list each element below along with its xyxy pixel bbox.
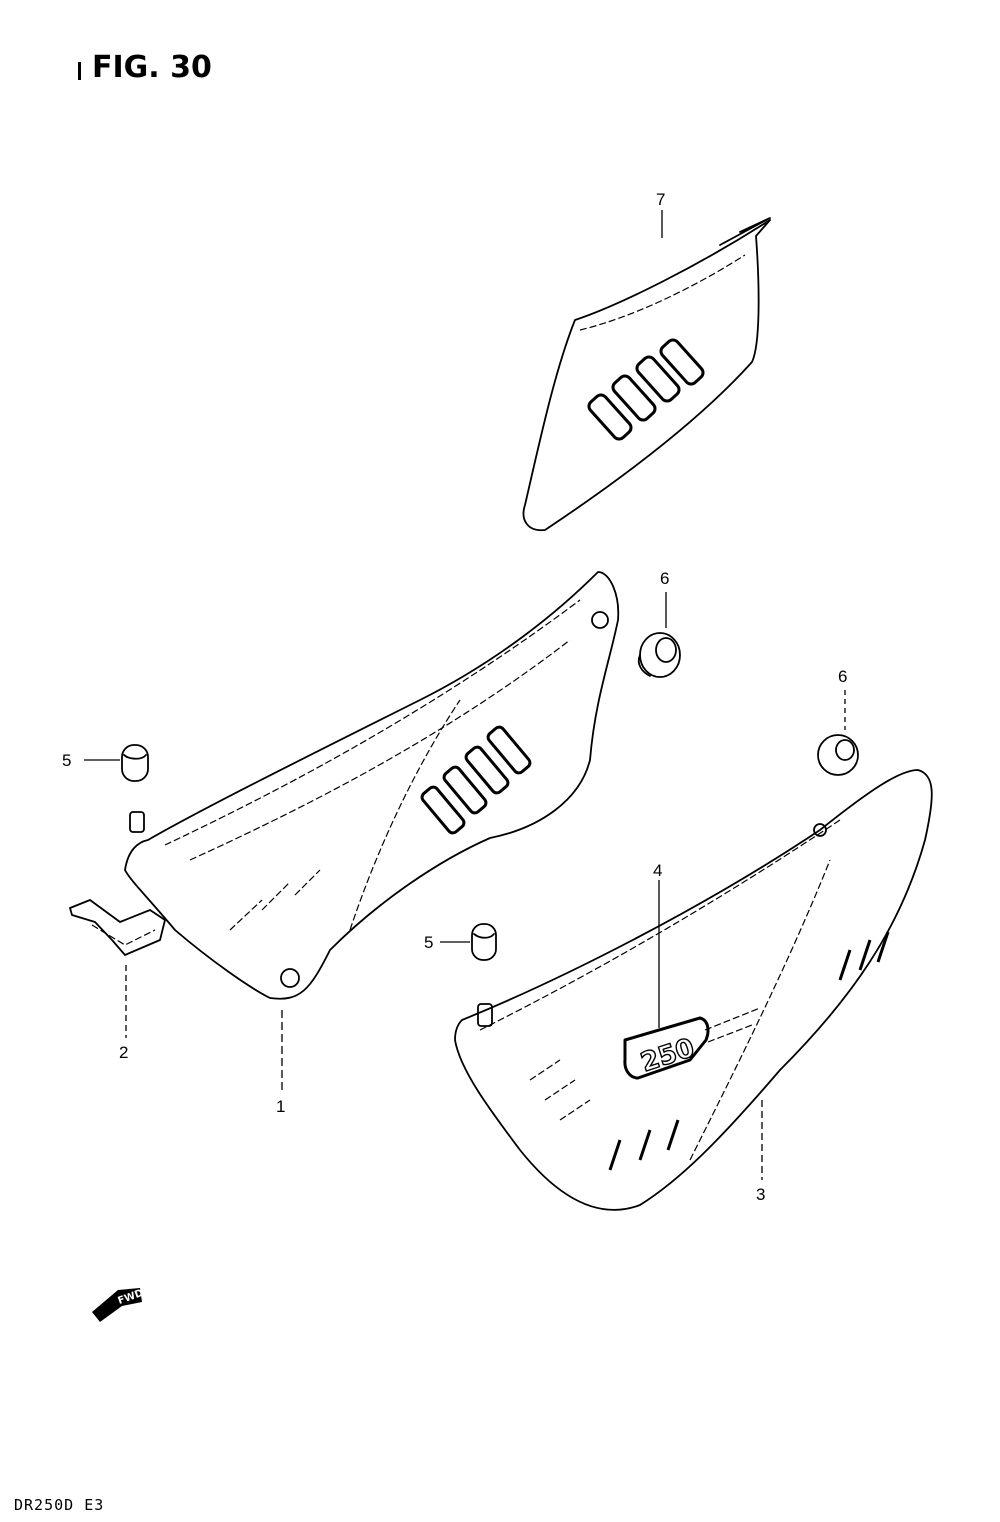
title-marker xyxy=(78,62,81,80)
callout-2: 2 xyxy=(119,1043,128,1062)
callout-6-lower: 6 xyxy=(838,667,847,686)
part-1-left-frame-cover xyxy=(124,571,620,1000)
callout-7: 7 xyxy=(656,190,665,209)
part-2-bracket xyxy=(69,899,166,956)
callout-5-left: 5 xyxy=(62,751,71,770)
figure-title: FIG. 30 xyxy=(92,50,212,85)
part-1-vents xyxy=(420,725,532,835)
part-6-upper-cushion xyxy=(637,632,681,678)
part-4-emblem: 250 xyxy=(623,1007,761,1080)
emblem-text: 250 xyxy=(637,1033,698,1078)
part-3-right-frame-cover xyxy=(454,769,933,1211)
part-7-vents xyxy=(587,338,705,441)
part-5-left-plug xyxy=(121,744,149,782)
callout-3: 3 xyxy=(756,1185,765,1204)
part-5-center-plug xyxy=(471,923,497,961)
callout-5-center: 5 xyxy=(424,933,433,952)
callout-6-upper: 6 xyxy=(660,569,669,588)
model-code: DR250D E3 xyxy=(14,1496,105,1514)
part-3-slots xyxy=(608,931,890,1171)
part-6-lower-cushion xyxy=(817,734,859,776)
fwd-arrow-icon: FWD xyxy=(92,1288,145,1322)
part-7-upper-cover xyxy=(522,217,771,532)
callout-1: 1 xyxy=(276,1097,285,1116)
callout-4: 4 xyxy=(653,861,662,880)
